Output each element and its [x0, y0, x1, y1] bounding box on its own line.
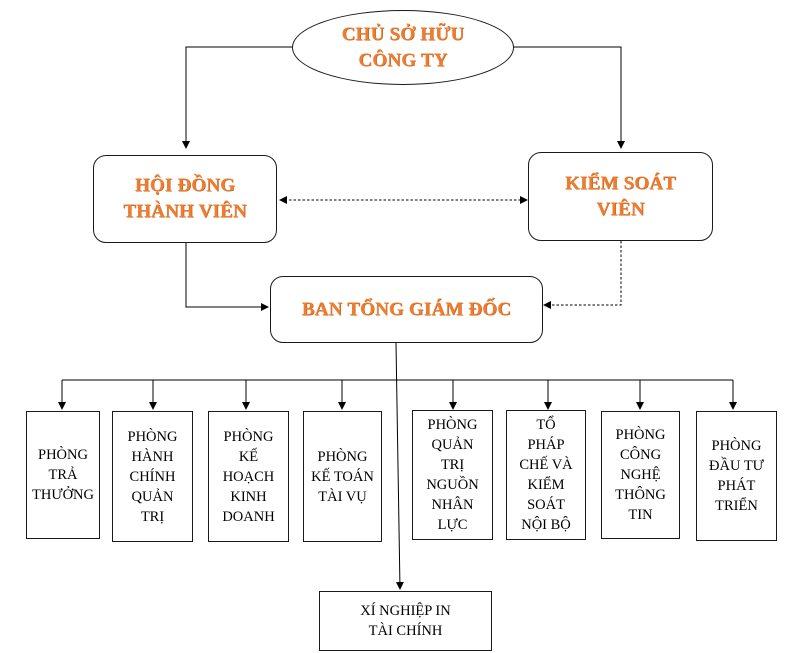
dept-box-8: PHÒNG ĐẦU TƯ PHÁT TRIỂN [696, 411, 777, 541]
controller-line-2: VIÊN [596, 198, 645, 220]
dept-4-line: TÀI VỤ [318, 488, 367, 505]
dept-5-line: LỰC [437, 517, 468, 533]
dept-box-7: PHÒNG CÔNG NGHỆ THÔNG TIN [601, 411, 680, 539]
dept-5-line: NHÂN [431, 497, 474, 513]
owner-line-2: CÔNG TY [358, 49, 448, 71]
owner-to-council-arrow [182, 46, 293, 149]
dept-7-line: NGHỆ [620, 467, 661, 483]
dept-5-line: NGUỒN [426, 477, 479, 493]
dept-7-line: PHÒNG [615, 427, 666, 443]
controller-line-1: KIỂM SOÁT [564, 172, 677, 194]
dept-5-line: PHÒNG [427, 417, 478, 433]
dept-2-line: PHÒNG [127, 428, 178, 445]
dept-2-line: QUẢN [131, 488, 174, 505]
dept-3-line: DOANH [222, 508, 275, 525]
dept-4-line: KẾ TOÁN [311, 468, 374, 485]
dept-2-line: TRỊ [140, 508, 165, 525]
dept-3-line: PHÒNG [223, 428, 274, 445]
controller-node: KIỂM SOÁT VIÊN [528, 152, 713, 241]
dept-7-line: THÔNG [615, 487, 666, 503]
council-line-1: HỘI ĐỒNG [134, 175, 236, 196]
dept-6-line: SOÁT [527, 497, 565, 513]
dept-5-line: QUẢN [431, 437, 474, 453]
board-label: BAN TỔNG GIÁM ĐỐC [301, 298, 512, 320]
dept-8-line: ĐẦU TƯ [709, 458, 764, 474]
dept-box-3: PHÒNG KẾ HOẠCH KINH DOANH [208, 411, 289, 542]
factory-node: XÍ NGHIỆP IN TÀI CHÍNH [319, 591, 492, 651]
board-to-factory-arrow [395, 342, 404, 590]
dept-box-6: TỔ PHÁP CHẾ VÀ KIỂM SOÁT NỘI BỘ [506, 410, 586, 540]
dept-8-line: PHÁT [717, 478, 756, 494]
dept-5-line: TRỊ [440, 457, 465, 473]
dept-1-line: THƯỞNG [32, 487, 94, 503]
dept-box-2: PHÒNG HÀNH CHÍNH QUẢN TRỊ [112, 411, 193, 542]
dept-8-line: TRIỂN [715, 498, 758, 514]
owner-node: CHỦ SỞ HỮU CÔNG TY [292, 10, 514, 85]
dept-7-line: CÔNG [619, 447, 662, 463]
dept-2-line: CHÍNH [129, 468, 176, 485]
dept-6-line: NỘI BỘ [521, 517, 571, 533]
dept-7-line: TIN [628, 507, 653, 523]
owner-line-1: CHỦ SỞ HỮU [341, 23, 465, 45]
dept-box-5: PHÒNG QUẢN TRỊ NGUỒN NHÂN LỰC [412, 410, 493, 540]
council-node: HỘI ĐỒNG THÀNH VIÊN [93, 155, 277, 243]
dept-6-line: CHẾ VÀ [519, 457, 573, 473]
board-node: BAN TỔNG GIÁM ĐỐC [270, 276, 543, 343]
dept-3-line: HOẠCH [222, 468, 275, 485]
owner-to-controller-arrow [513, 46, 625, 149]
dept-box-1: PHÒNG TRẢ THƯỞNG [26, 411, 100, 539]
dept-1-line: TRẢ [48, 467, 78, 483]
dept-4-line: PHÒNG [317, 448, 368, 465]
factory-line-1: XÍ NGHIỆP IN [360, 603, 451, 619]
dept-box-4: PHÒNG KẾ TOÁN TÀI VỤ [303, 411, 382, 542]
dept-3-line: KINH [230, 488, 267, 505]
dept-6-line: KIỂM [527, 477, 565, 493]
controller-to-board-dashed-arrow [543, 241, 622, 309]
dept-6-line: PHÁP [527, 437, 565, 453]
dept-1-line: PHÒNG [38, 447, 88, 463]
council-to-board-arrow [185, 243, 269, 311]
dept-2-line: HÀNH [131, 448, 174, 465]
dept-3-line: KẾ [238, 448, 259, 465]
dept-8-line: PHÒNG [711, 438, 762, 454]
dept-6-line: TỔ [536, 417, 556, 433]
factory-line-2: TÀI CHÍNH [368, 623, 443, 639]
council-line-2: THÀNH VIÊN [123, 201, 247, 222]
